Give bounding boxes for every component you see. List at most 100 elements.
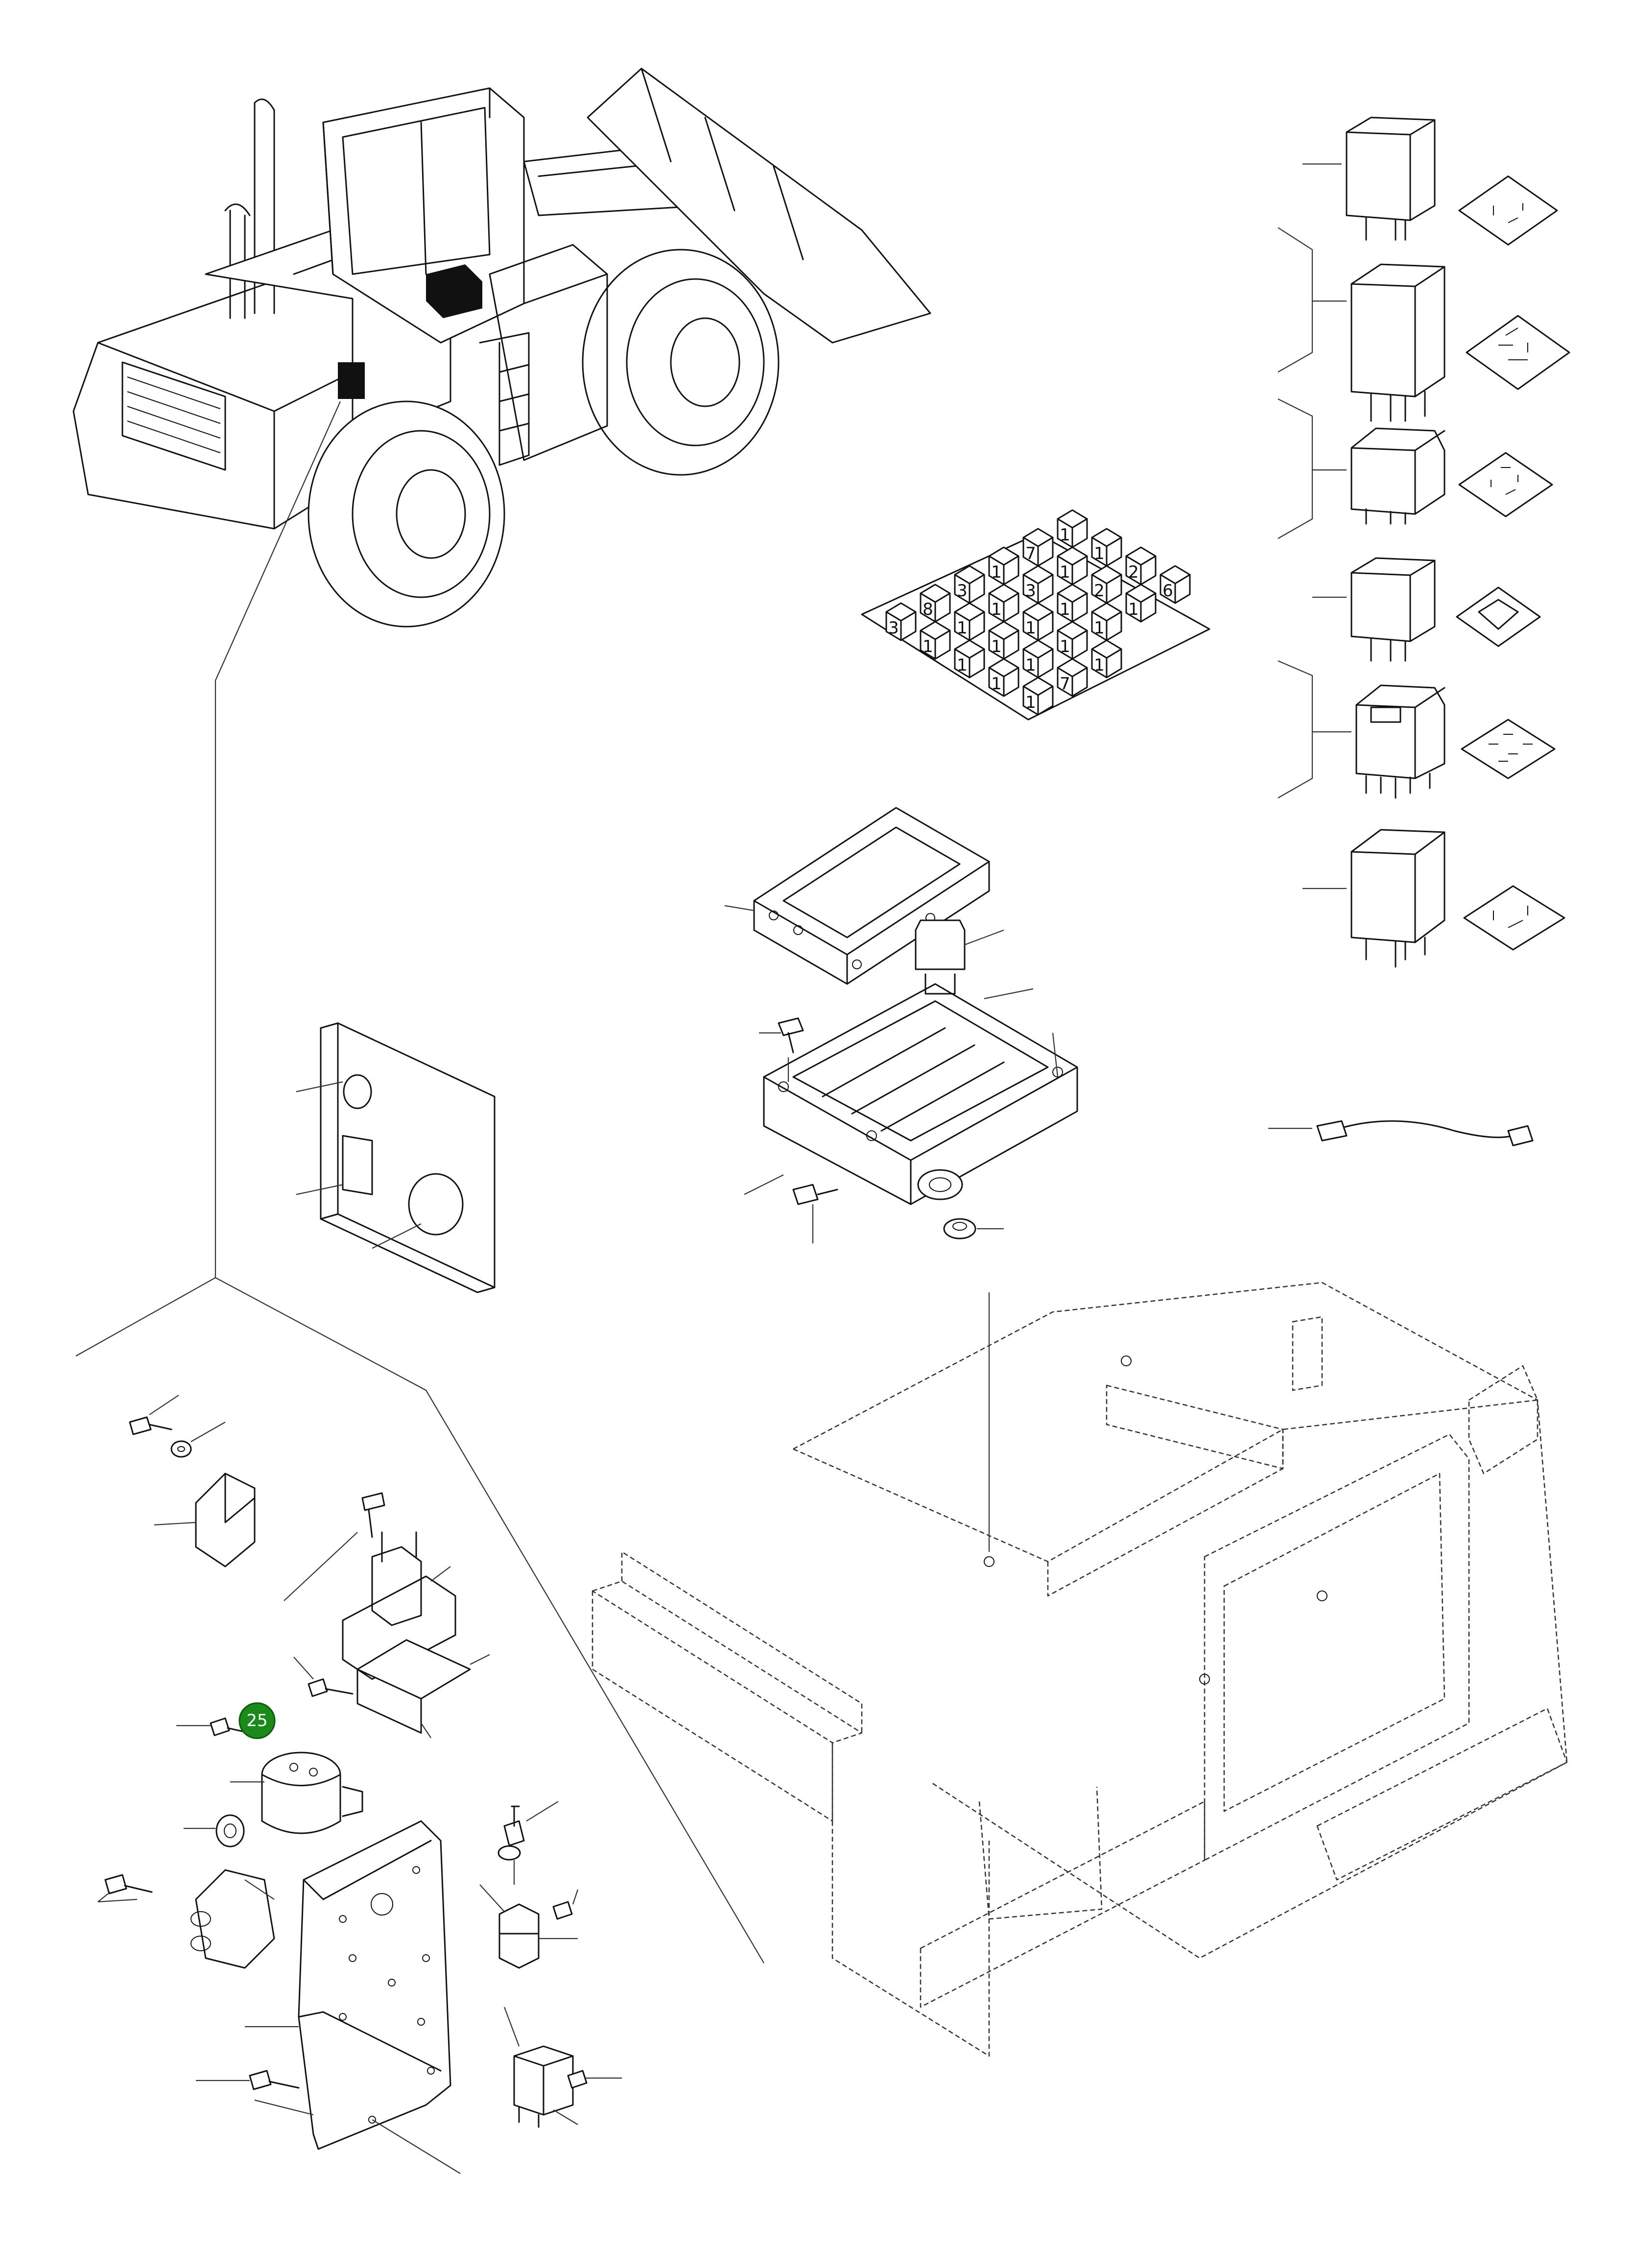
lower-cluster: [97, 1395, 622, 2174]
relay-cube: 1: [1022, 639, 1054, 678]
relay-number: 3: [1025, 581, 1036, 601]
relay-number: 1: [991, 562, 1002, 582]
relay-cube: 3: [954, 565, 985, 604]
relay-number: 1: [1025, 655, 1036, 675]
relay-cube: 1: [988, 546, 1019, 585]
relay-number: 2: [1128, 562, 1139, 582]
pin-pattern-icon: [1458, 452, 1553, 517]
relay-icon: [479, 1884, 578, 1969]
relay-cube: 1: [988, 584, 1019, 623]
plug-icon: [915, 919, 1004, 995]
relay-number: 1: [1060, 637, 1070, 656]
relay-cube: 2: [1125, 546, 1157, 585]
relay-cube: 2: [1091, 565, 1122, 604]
wire-harness-icon: [1268, 1120, 1534, 1146]
relay-number: 1: [1094, 655, 1105, 675]
side-marker-icon: [338, 362, 365, 399]
relay-number: 1: [991, 637, 1002, 656]
relay-icon: [1355, 684, 1445, 799]
pin-pattern-icon: [1466, 315, 1570, 390]
relay-box-housing: [744, 983, 1078, 1205]
relay-cube: 1: [1091, 528, 1122, 567]
relay-number: 7: [1060, 674, 1070, 694]
relay-icon: [1350, 427, 1445, 525]
bolt-icon: [552, 1889, 579, 1920]
relay-cube: 1: [954, 639, 985, 678]
relay-icon: [503, 2007, 578, 2128]
bolt-icon: [293, 1657, 354, 1697]
nut-icon: [943, 1218, 1004, 1239]
pin-pattern-icon: [1463, 885, 1565, 951]
bolt-icon: [759, 1017, 804, 1082]
relay-cube: 1: [988, 658, 1019, 697]
relay-cube: 7: [1022, 528, 1054, 567]
washer-icon: [170, 1422, 226, 1458]
relay-cube: 1: [1057, 509, 1088, 548]
relay-cube: 8: [920, 584, 951, 623]
bolt-icon: [792, 1184, 838, 1243]
relay-cube: 1: [1091, 639, 1122, 678]
relay-box-frame: [724, 807, 990, 985]
pressure-switch-icon: [497, 1801, 559, 1885]
bolt-icon: [176, 1717, 251, 1736]
relay-number: 1: [991, 674, 1002, 694]
relay-number: 3: [957, 581, 968, 601]
relay-number: 1: [1094, 618, 1105, 638]
relay-number: 1: [957, 655, 968, 675]
bolt-icon: [129, 1395, 179, 1435]
relay-number: 3: [888, 618, 899, 638]
wheel-loader-illustration: [72, 68, 931, 628]
grommet-icon: [184, 1814, 245, 1847]
relay-cube: 1: [954, 602, 985, 641]
relay-cube: 1: [1022, 602, 1054, 641]
mounting-plate: [245, 1820, 461, 2174]
relay-number: 1: [991, 600, 1002, 619]
angle-bracket-icon: [356, 1639, 490, 1738]
relay-column: [1278, 117, 1570, 968]
relay-cube: 6: [1160, 565, 1191, 604]
relay-number: 1: [1128, 600, 1139, 619]
relay-cube: 1: [1022, 677, 1054, 716]
callout-label: 25: [246, 1711, 267, 1730]
pin-pattern-icon: [1456, 586, 1541, 647]
relay-cube: 1: [1091, 602, 1122, 641]
relay-cube: 7: [1057, 658, 1088, 697]
relay-icon: [1350, 263, 1445, 422]
relay-number: 8: [923, 600, 933, 619]
relay-icon: [1350, 829, 1445, 968]
relay-cube: 1: [988, 621, 1019, 660]
solenoid-icon: [284, 1492, 456, 1680]
chassis-frame-dashed: [592, 1282, 1568, 2057]
relay-number: 7: [1025, 544, 1036, 563]
relay-number: 1: [1025, 618, 1036, 638]
relay-number: 6: [1162, 581, 1173, 601]
relay-cube: 3: [1022, 565, 1054, 604]
relay-cube: 1: [1125, 584, 1157, 623]
cab-marker-icon: [426, 264, 482, 318]
region-lines: [75, 401, 764, 1964]
relay-cube: 1: [1057, 621, 1088, 660]
bolt-icon: [97, 1874, 153, 1902]
regulator-icon: [97, 1869, 275, 1969]
relay-number: 1: [1094, 544, 1105, 563]
bracket-icon: [154, 1473, 256, 1567]
bolt-icon: [196, 2070, 300, 2090]
bolt-icon: [567, 2070, 622, 2089]
relay-number: 1: [923, 637, 933, 656]
relay-number: 2: [1094, 581, 1105, 601]
pin-pattern-icon: [1458, 175, 1558, 246]
relay-cube: 1: [1057, 546, 1088, 585]
relay-number: 1: [957, 618, 968, 638]
relay-number: 1: [1060, 525, 1070, 545]
relay-cube: 1: [920, 621, 951, 660]
relay-icon: [1350, 557, 1436, 662]
relay-number: 1: [1060, 600, 1070, 619]
relay-icon: [1346, 117, 1436, 241]
relay-number: 1: [1060, 562, 1070, 582]
relay-cube: 1: [1057, 584, 1088, 623]
relay-number: 1: [1025, 693, 1036, 712]
callout-25[interactable]: 25: [238, 1702, 276, 1739]
cylinder-relay-icon: [230, 1752, 363, 1834]
